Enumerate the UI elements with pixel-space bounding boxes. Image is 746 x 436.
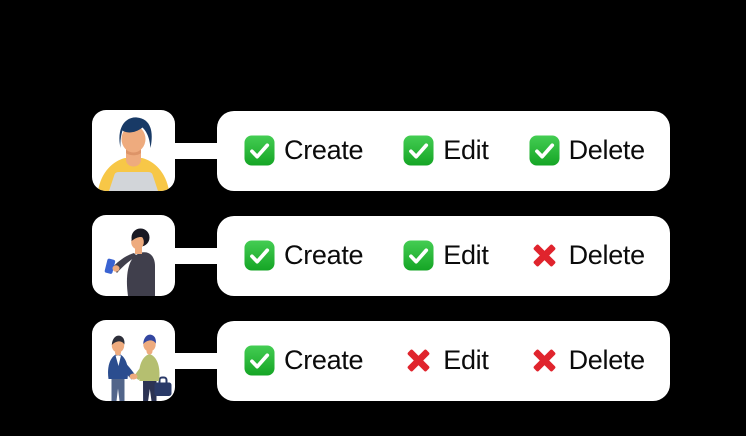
- permission-item-delete: Delete: [529, 345, 645, 376]
- check-icon: [244, 240, 275, 271]
- avatar-card-people-handshake: [92, 320, 175, 401]
- permission-label: Delete: [568, 135, 646, 165]
- permission-item-create: Create: [244, 135, 364, 166]
- permission-label: Edit: [443, 345, 489, 375]
- permission-item-edit: Edit: [403, 345, 489, 376]
- permission-item-delete: Delete: [529, 135, 645, 166]
- permission-item-delete: Delete: [529, 240, 645, 271]
- cross-icon: [529, 240, 560, 271]
- permissions-card: Create Edit Delete: [217, 215, 670, 296]
- check-icon: [244, 345, 275, 376]
- permission-row-3: Create Edit Delete: [92, 320, 670, 401]
- permissions-card: Create Edit Delete: [217, 110, 670, 191]
- permissions-card: Create Edit Delete: [217, 320, 670, 401]
- people-handshake-illustration: [108, 334, 172, 401]
- check-icon: [529, 135, 560, 166]
- connector-line: [175, 352, 217, 369]
- avatar-card-person-with-phone: [92, 215, 175, 296]
- connector-line: [175, 142, 217, 159]
- permission-label: Create: [284, 135, 364, 165]
- permission-label: Delete: [568, 240, 646, 270]
- permission-label: Create: [284, 240, 364, 270]
- check-icon: [244, 135, 275, 166]
- permission-label: Edit: [443, 135, 489, 165]
- permission-item-edit: Edit: [403, 240, 489, 271]
- check-icon: [403, 240, 434, 271]
- permission-item-create: Create: [244, 240, 364, 271]
- permission-label: Edit: [443, 240, 489, 270]
- permission-item-edit: Edit: [403, 135, 489, 166]
- person-with-phone-illustration: [104, 228, 155, 296]
- cross-icon: [403, 345, 434, 376]
- check-icon: [403, 135, 434, 166]
- person-at-laptop-illustration: [98, 117, 169, 191]
- cross-icon: [529, 345, 560, 376]
- connector-line: [175, 247, 217, 264]
- permission-row-1: Create Edit Delete: [92, 110, 670, 191]
- permission-item-create: Create: [244, 345, 364, 376]
- permission-label: Delete: [568, 345, 646, 375]
- avatar-card-person-at-laptop: [92, 110, 175, 191]
- permission-label: Create: [284, 345, 364, 375]
- permission-row-2: Create Edit Delete: [92, 215, 670, 296]
